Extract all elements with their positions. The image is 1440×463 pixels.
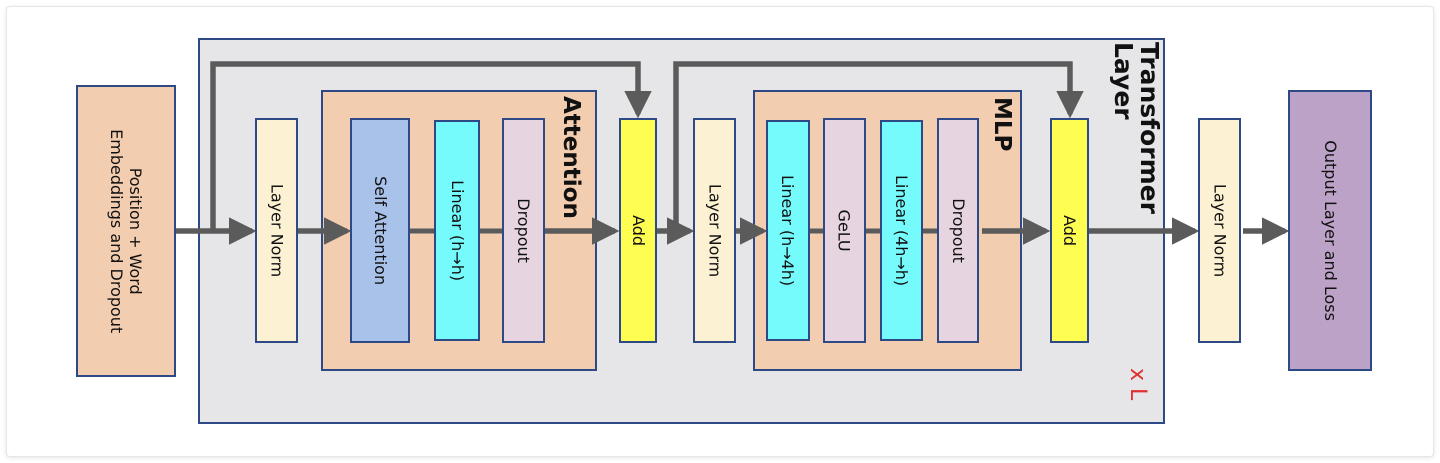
attention-linear-block: Linear (h→h) [434,120,480,341]
gelu-block: GeLU [823,118,866,343]
output-layer-label: Output Layer and Loss [1320,140,1340,321]
mlp-title: MLP [989,97,1015,152]
mlp-linear-1-block: Linear (h→4h) [766,120,810,341]
add-1-label: Add [628,215,648,246]
input-embeddings-label: Position + Word Embeddings and Dropout [107,128,146,334]
attention-linear-label: Linear (h→h) [447,180,467,281]
attention-dropout-label: Dropout [514,198,534,263]
final-layer-norm: Layer Norm [1198,118,1241,343]
gelu-label: GeLU [835,209,855,252]
residual-arrow-1 [210,61,652,231]
mlp-linear-1-label: Linear (h→4h) [778,174,798,287]
mlp-linear-2-label: Linear (4h→h) [892,174,912,287]
attention-dropout-block: Dropout [502,118,545,343]
layer-norm-2: Layer Norm [693,118,736,343]
add-1-block: Add [619,118,657,343]
final-layer-norm-label: Layer Norm [1210,183,1230,278]
self-attention-block: Self Attention [350,118,410,343]
layer-norm-2-label: Layer Norm [705,183,725,278]
mlp-linear-2-block: Linear (4h→h) [880,120,923,341]
mlp-dropout-label: Dropout [948,198,968,263]
residual-arrow-2 [673,61,1084,231]
add-2-label: Add [1060,215,1080,246]
self-attention-label: Self Attention [370,175,390,286]
output-layer-block: Output Layer and Loss [1288,90,1372,371]
layer-norm-1-label: Layer Norm [267,183,287,278]
layer-norm-1: Layer Norm [255,118,298,343]
input-embeddings-block: Position + Word Embeddings and Dropout [76,85,176,377]
mlp-dropout-block: Dropout [937,118,979,343]
transformer-layer-title: Transformer Layer [1108,42,1164,214]
add-2-block: Add [1050,118,1089,343]
attention-title: Attention [558,96,584,219]
repeat-label: x L [1125,368,1150,401]
